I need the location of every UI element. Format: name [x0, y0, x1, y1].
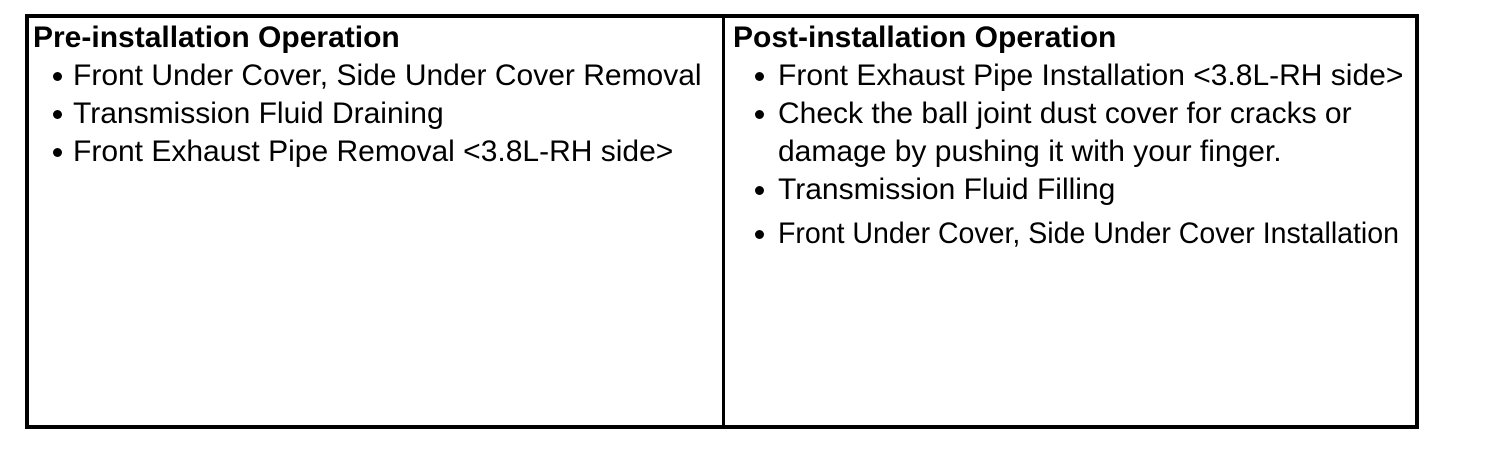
list-item-text: Check the ball joint dust cover for crac…: [778, 97, 1352, 168]
pre-installation-list: Front Under Cover, Side Under Cover Remo…: [33, 57, 718, 171]
bullet-dot-icon: [53, 148, 62, 157]
list-item-text: Transmission Fluid Draining: [73, 97, 444, 130]
post-installation-column: Post-installation Operation Front Exhaus…: [722, 18, 1415, 425]
bullet-dot-icon: [53, 110, 62, 119]
list-item-text: Front Exhaust Pipe Removal <3.8L-RH side…: [73, 135, 674, 168]
pre-installation-column: Pre-installation Operation Front Under C…: [29, 18, 722, 425]
list-item-text: Transmission Fluid Filling: [778, 173, 1116, 206]
list-item-text: Front Exhaust Pipe Installation <3.8L-RH…: [778, 59, 1404, 92]
bullet-dot-icon: [755, 186, 764, 195]
bullet-dot-icon: [53, 72, 62, 81]
list-item: Front Under Cover, Side Under Cover Remo…: [33, 57, 718, 95]
post-installation-list: Front Exhaust Pipe Installation <3.8L-RH…: [733, 57, 1411, 253]
operations-table: Pre-installation Operation Front Under C…: [25, 14, 1419, 429]
bullet-dot-icon: [755, 72, 764, 81]
bullet-dot-icon: [755, 110, 764, 119]
list-item: Front Exhaust Pipe Removal <3.8L-RH side…: [33, 133, 718, 171]
pre-installation-header: Pre-installation Operation: [33, 21, 400, 54]
list-item: Front Under Cover, Side Under Cover Inst…: [733, 215, 1411, 253]
list-item: Transmission Fluid Draining: [33, 95, 718, 133]
bullet-dot-icon: [755, 230, 764, 239]
post-installation-header: Post-installation Operation: [733, 21, 1117, 54]
list-item: Check the ball joint dust cover for crac…: [733, 95, 1411, 171]
list-item-text: Front Under Cover, Side Under Cover Remo…: [73, 59, 702, 92]
list-item-text: Front Under Cover, Side Under Cover Inst…: [778, 217, 1399, 250]
list-item: Transmission Fluid Filling: [733, 171, 1411, 209]
list-item: Front Exhaust Pipe Installation <3.8L-RH…: [733, 57, 1411, 95]
